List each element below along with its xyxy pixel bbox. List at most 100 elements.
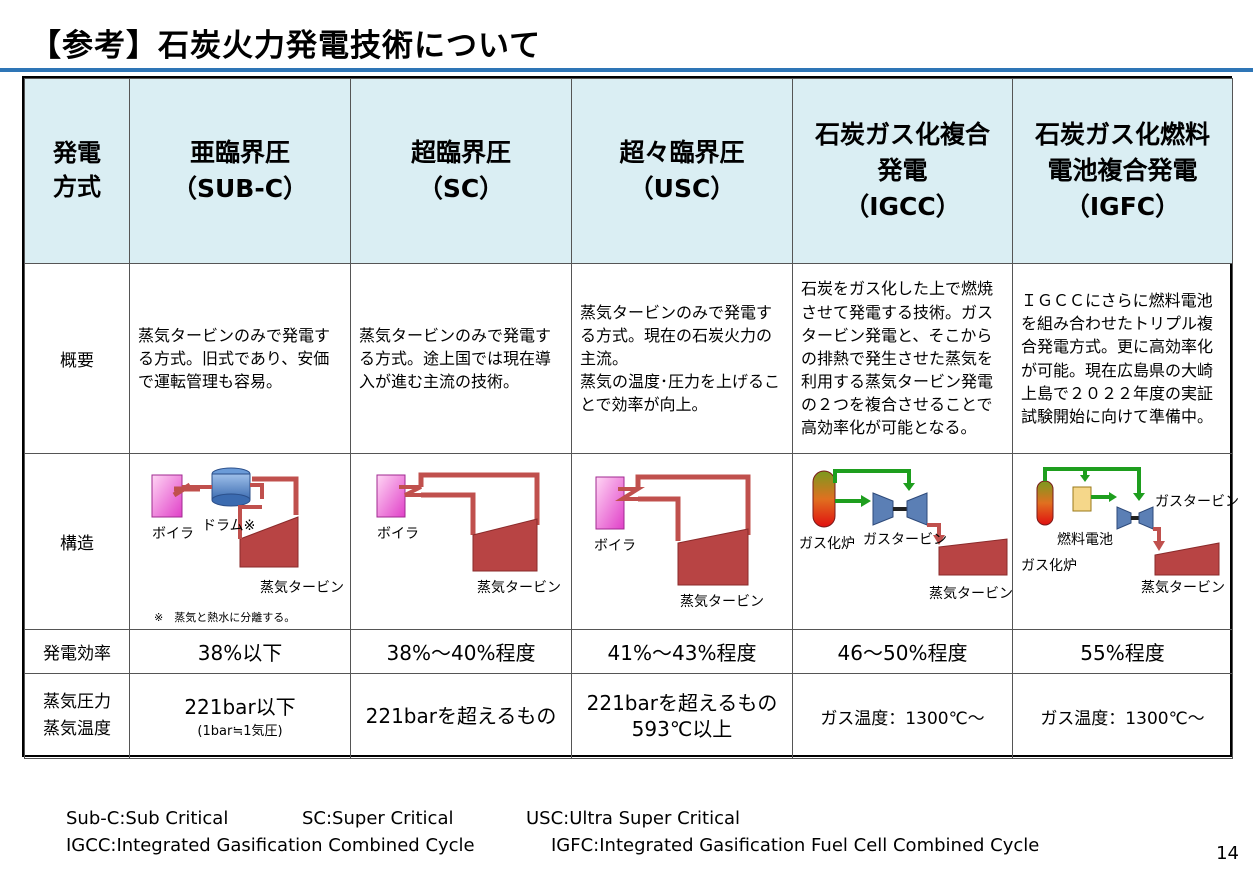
gas-pipe (1043, 466, 1141, 495)
igcc-diagram-svg (812, 468, 1008, 575)
header-igfc-abbr: （IGFC） (1064, 192, 1181, 222)
igfc-diagram-svg (1036, 466, 1220, 575)
footnote-subc: Sub-C:Sub Critical (66, 808, 229, 829)
sc-diagram: ボイラ 蒸気タービン (351, 457, 571, 627)
pressure-igcc: ガス温度：1300℃～ (792, 673, 1013, 759)
overview-usc-p2: 蒸気の温度･圧力を上げることで効率が向上。 (580, 372, 781, 415)
pressure-label-2: 蒸気温度 (43, 719, 111, 739)
header-igfc-name-2: 電池複合発電 (1047, 155, 1198, 185)
turbine-label: 蒸気タービン (477, 579, 561, 596)
cell-to-turbine-arrow (1109, 491, 1117, 502)
header-igcc: 石炭ガス化複合 発電 （IGCC） (792, 78, 1013, 264)
drum-label: ドラム※ (202, 517, 256, 534)
footnote-igfc: IGFC:Integrated Gasification Fuel Cell C… (551, 835, 1040, 856)
header-subc-abbr: （SUB-C） (171, 174, 309, 203)
turbine-shaft (1131, 515, 1139, 520)
gas-turbine-left (872, 491, 894, 526)
return-pipe (421, 492, 476, 535)
exhaust-arrow (1153, 540, 1165, 551)
pressure-usc-2: 593℃以上 (631, 717, 733, 741)
boiler-shape (595, 476, 625, 529)
gas-turbine-right (906, 491, 928, 526)
steam-turbine-shape (1154, 541, 1220, 575)
header-usc-abbr: （USC） (628, 174, 736, 203)
subc-diagram-svg (151, 467, 299, 567)
steam-turbine-shape (239, 515, 299, 567)
page-number: 14 (1216, 843, 1239, 864)
structure-sc: ボイラ 蒸気タービン (350, 453, 572, 630)
header-igcc-name-1: 石炭ガス化複合 (814, 119, 990, 149)
gas-turbine-label: ガスタービン (1155, 493, 1239, 510)
pressure-igfc: ガス温度：1300℃～ (1012, 673, 1233, 759)
footnote-usc: USC:Ultra Super Critical (526, 808, 741, 829)
efficiency-igfc: 55%程度 (1012, 629, 1233, 674)
method-label: 発電方式 (53, 139, 101, 201)
structure-igfc: ガスタービン 燃料電池 ガス化炉 蒸気タービン (1012, 453, 1239, 630)
efficiency-label: 発電効率 (24, 629, 130, 674)
drum-note: ※ 蒸気と熱水に分離する。 (154, 610, 296, 624)
turbine-label: 蒸気タービン (260, 579, 344, 596)
gas-pipe-arrow (903, 482, 915, 491)
gas-turbine-label: ガスタービン (863, 531, 947, 548)
boiler-shape (376, 474, 406, 517)
overview-igfc: ＩＧＣＣにさらに燃料電池を組み合わせたトリプル複合発電方式。更に高効率化が可能。… (1012, 263, 1233, 454)
overview-subc: 蒸気タービンのみで発電する方式。旧式であり、安価で運転管理も容易。 (129, 263, 351, 454)
structure-igcc: ガス化炉 ガスタービン 蒸気タービン (792, 453, 1013, 630)
title-rule (0, 68, 1253, 72)
header-subc-name: 亜臨界圧 (189, 137, 290, 167)
steam-pipe (252, 476, 299, 515)
header-sc-abbr: （SC） (417, 174, 505, 203)
fuel-cell-label: 燃料電池 (1057, 531, 1113, 548)
igfc-diagram: ガスタービン 燃料電池 ガス化炉 蒸気タービン (1013, 457, 1239, 627)
header-row: 発電方式 亜臨界圧 （SUB-C） 超臨界圧 （SC） 超々臨界圧 （USC） … (24, 78, 1233, 264)
steam-turbine-shape (677, 527, 749, 585)
header-subc: 亜臨界圧 （SUB-C） (129, 78, 351, 264)
efficiency-igcc: 46～50%程度 (792, 629, 1013, 674)
exhaust-pipe (1153, 526, 1161, 543)
turbine-label: 蒸気タービン (1141, 579, 1225, 596)
drum-bottom (211, 493, 251, 506)
overview-label: 概要 (24, 263, 130, 454)
pressure-subc-note: (1bar≒1気圧) (197, 723, 283, 739)
overview-usc-p1: 蒸気タービンのみで発電する方式。現在の石炭火力の主流。 (580, 302, 773, 368)
gas-turbine-right (1138, 505, 1154, 530)
gasifier-label: ガス化炉 (799, 535, 855, 552)
efficiency-sc: 38%～40%程度 (350, 629, 572, 674)
boiler-label: ボイラ (594, 537, 636, 554)
pressure-usc: 221barを超えるもの 593℃以上 (571, 673, 793, 759)
steam-turbine-shape (472, 517, 538, 571)
efficiency-subc: 38%以下 (129, 629, 351, 674)
pressure-label: 蒸気圧力 蒸気温度 (24, 673, 130, 759)
header-sc: 超臨界圧 （SC） (350, 78, 572, 264)
turbine-label: 蒸気タービン (680, 593, 764, 610)
footnote-igcc: IGCC:Integrated Gasification Combined Cy… (66, 835, 475, 856)
usc-diagram: ボイラ 蒸気タービン (572, 457, 792, 627)
gas-pipe (833, 468, 911, 485)
turbine-shaft (893, 506, 907, 511)
sc-diagram-svg (376, 472, 540, 571)
gas-feed-arrow (861, 494, 871, 507)
pressure-row: 蒸気圧力 蒸気温度 221bar以下 (1bar≒1気圧) 221barを超える… (24, 673, 1233, 759)
header-igfc-name-1: 石炭ガス化燃料 (1034, 119, 1210, 149)
pressure-sc: 221barを超えるもの (350, 673, 572, 759)
gas-to-cell-arrow (1080, 474, 1090, 482)
footnote-sc: SC:Super Critical (302, 808, 454, 829)
boiler-pipe (399, 484, 422, 497)
igcc-diagram: ガス化炉 ガスタービン 蒸気タービン (793, 457, 1013, 627)
efficiency-row: 発電効率 38%以下 38%～40%程度 41%～43%程度 46～50%程度 … (24, 629, 1233, 674)
gasifier-shape (812, 470, 836, 527)
subc-diagram: ボイラ ドラム※ 蒸気タービン ※ 蒸気と熱水に分離する。 (130, 457, 350, 627)
boiler-pipe (615, 486, 645, 501)
fuel-cell-shape (1072, 486, 1092, 511)
structure-subc: ボイラ ドラム※ 蒸気タービン ※ 蒸気と熱水に分離する。 (129, 453, 351, 630)
header-usc: 超々臨界圧 （USC） (571, 78, 793, 264)
structure-row: 構造 ボイラ (24, 453, 1239, 630)
gas-pipe-arrow (1133, 492, 1145, 501)
boiler-shape (151, 474, 183, 517)
pressure-label-1: 蒸気圧力 (43, 691, 111, 712)
return-pipe (638, 496, 681, 541)
usc-diagram-svg (595, 474, 751, 585)
steam-pipe (635, 474, 751, 535)
overview-sc: 蒸気タービンのみで発電する方式。途上国では現在導入が進む主流の技術。 (350, 263, 572, 454)
header-igfc: 石炭ガス化燃料 電池複合発電 （IGFC） (1012, 78, 1233, 264)
